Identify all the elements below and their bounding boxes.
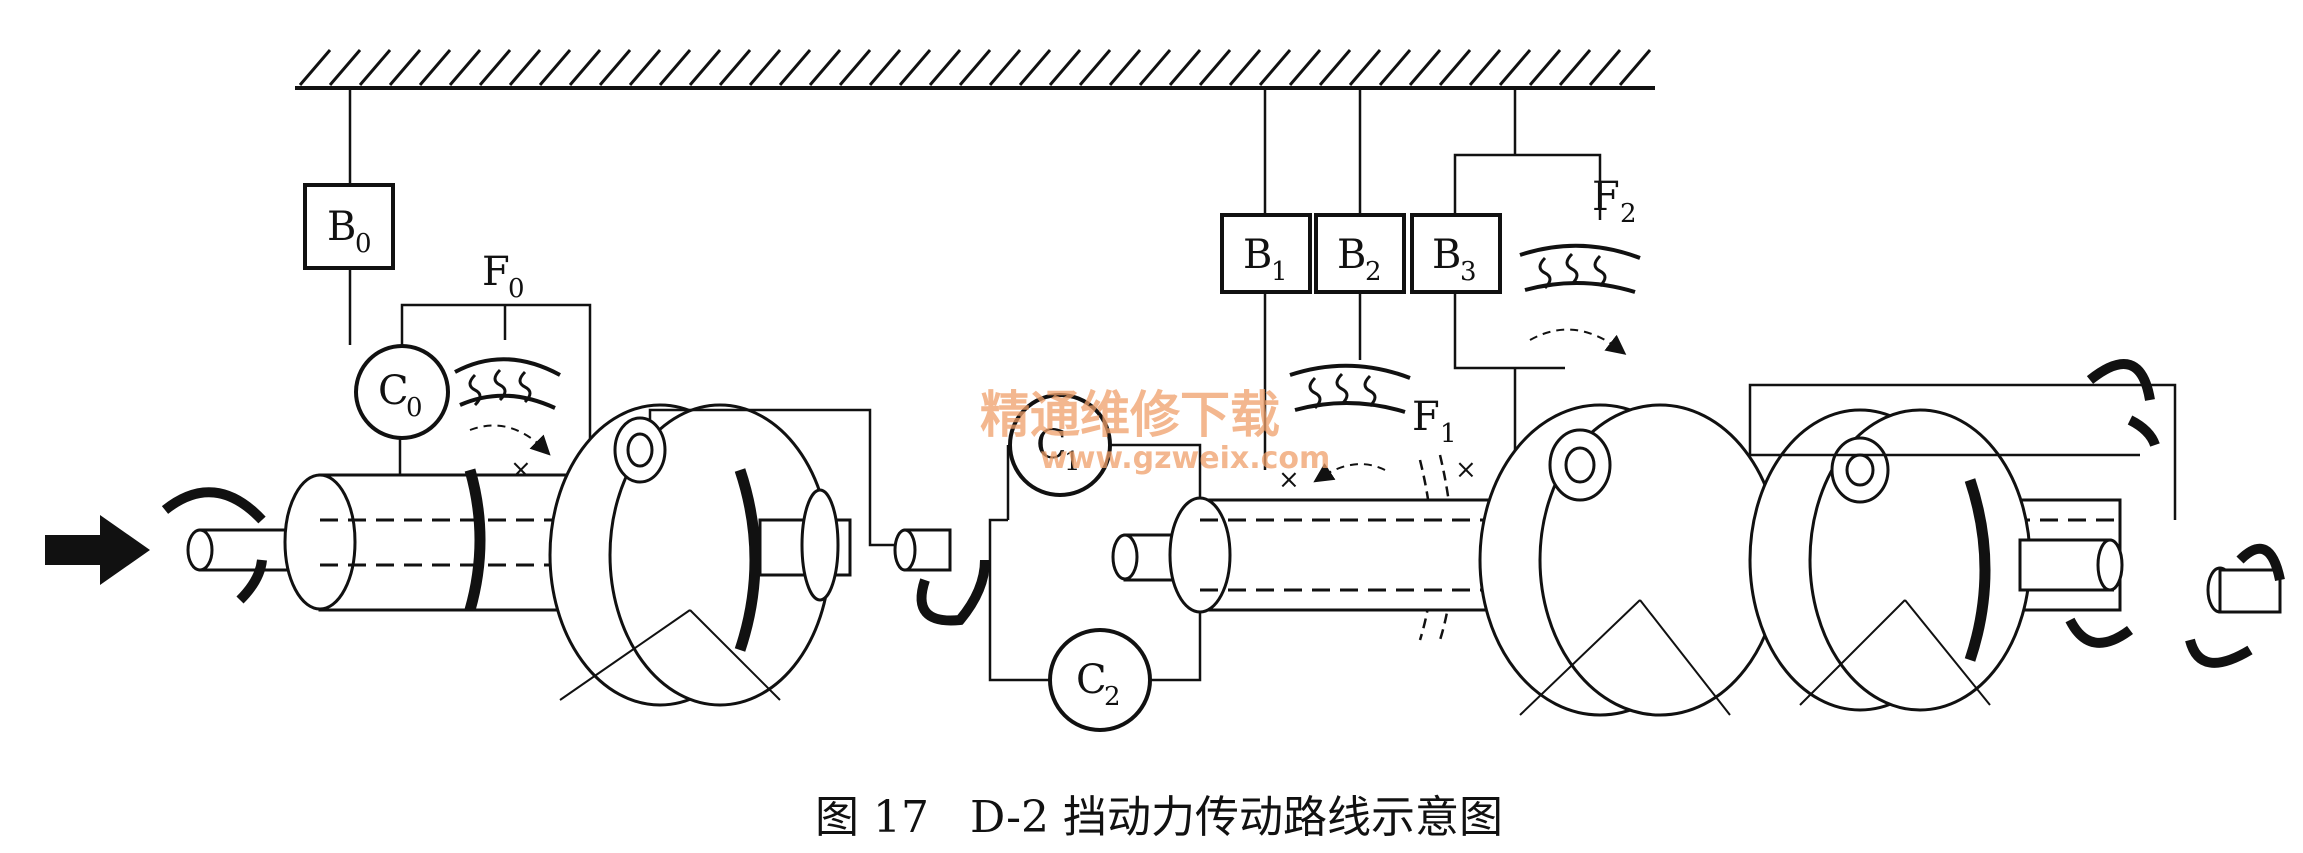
- svg-text:F: F: [1412, 394, 1440, 440]
- svg-text:C: C: [1076, 657, 1107, 703]
- brake-connections: [348, 88, 1602, 470]
- rear-ring-connection: [1748, 383, 2177, 520]
- brake-b3: B 3: [1410, 213, 1502, 294]
- intermediate-shaft: [893, 528, 1187, 626]
- housing-hatching: [298, 49, 1652, 86]
- svg-text:图 17: 图 17: [815, 792, 929, 843]
- svg-text:3: 3: [1460, 257, 1477, 287]
- svg-text:C: C: [378, 368, 409, 414]
- brake-b0: B 0: [303, 183, 395, 270]
- rotation-arrows: [2065, 359, 2285, 668]
- svg-text:精通维修下载: 精通维修下载: [980, 386, 1280, 444]
- svg-text:1: 1: [1271, 257, 1288, 287]
- clutch-c2: C 2: [1048, 628, 1152, 732]
- svg-text:×: ×: [1278, 465, 1300, 495]
- svg-text:F: F: [1592, 174, 1620, 220]
- svg-text:2: 2: [1104, 682, 1121, 712]
- svg-text:0: 0: [508, 274, 525, 304]
- one-way-clutch-f2: F 2: [1519, 174, 1641, 355]
- svg-text:1: 1: [1064, 447, 1081, 477]
- rear-planetary-sets: [1168, 403, 2282, 717]
- svg-text:2: 2: [1365, 257, 1382, 287]
- input-shaft: [161, 487, 312, 604]
- svg-text:B: B: [1432, 232, 1461, 278]
- svg-text:B: B: [1243, 232, 1272, 278]
- svg-text:www.gzweix.com: www.gzweix.com: [1040, 441, 1330, 476]
- brake-b1: B 1: [1220, 213, 1312, 294]
- clutch-c0: C 0: [354, 344, 450, 440]
- one-way-clutch-f0: F 0 ×: [454, 249, 561, 485]
- clutch-c1: C 1: [1008, 393, 1112, 497]
- svg-text:D-2 挡动力传动路线示意图: D-2 挡动力传动路线示意图: [970, 792, 1503, 843]
- svg-text:C: C: [1036, 422, 1067, 468]
- watermark: 精通维修下载 www.gzweix.com: [980, 386, 1330, 476]
- svg-text:B: B: [1337, 232, 1366, 278]
- figure-caption: 图 17 D-2 挡动力传动路线示意图: [815, 792, 1503, 843]
- svg-text:0: 0: [406, 393, 423, 423]
- svg-text:0: 0: [355, 229, 372, 259]
- brake-b2: B 2: [1314, 213, 1406, 294]
- input-arrow-icon: [45, 515, 150, 585]
- svg-text:×: ×: [1455, 455, 1477, 485]
- overdrive-planetary-set: [283, 403, 852, 707]
- svg-text:B: B: [327, 204, 356, 250]
- svg-text:F: F: [482, 249, 510, 295]
- svg-text:1: 1: [1440, 419, 1457, 449]
- svg-text:2: 2: [1620, 199, 1637, 229]
